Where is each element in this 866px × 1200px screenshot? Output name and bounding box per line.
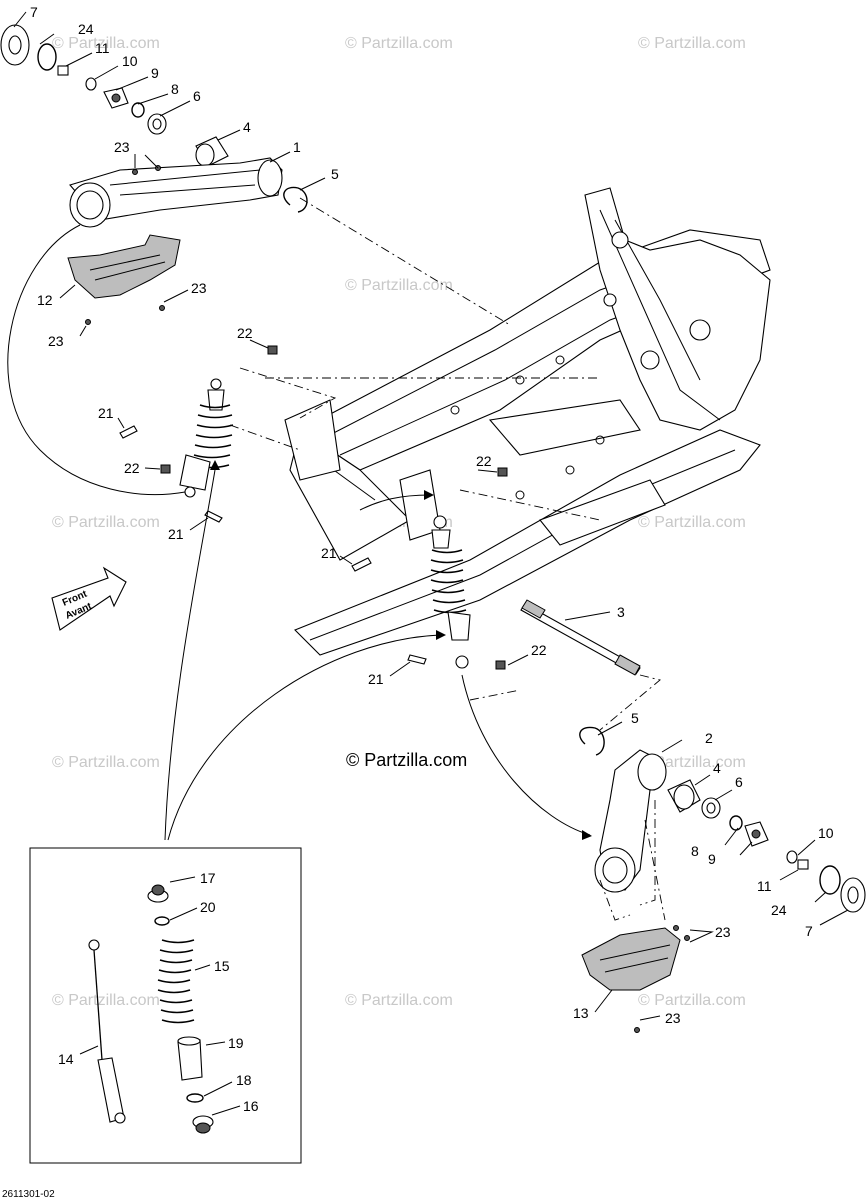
front-direction-arrow: Front Avant [51, 566, 127, 631]
callout-10: 10 [122, 53, 138, 69]
watermark: © Partzilla.com [52, 992, 160, 1009]
callout-9: 9 [708, 851, 716, 867]
lower-hub-parts [579, 726, 866, 1033]
callout-23: 23 [665, 1010, 681, 1026]
callout-22: 22 [124, 460, 140, 476]
callout-8: 8 [691, 843, 699, 859]
callout-24: 24 [78, 21, 94, 37]
callout-2: 2 [705, 730, 713, 746]
callout-10: 10 [818, 825, 834, 841]
callout-24: 24 [771, 902, 787, 918]
watermark: © Partzilla.com [345, 35, 453, 52]
callout-5: 5 [331, 166, 339, 182]
arrow-head [436, 630, 446, 640]
callout-12: 12 [37, 292, 53, 308]
arrow-head [424, 490, 434, 500]
callout-5: 5 [631, 710, 639, 726]
callout-23: 23 [191, 280, 207, 296]
callout-labels: 7 24 11 10 9 8 6 4 1 5 23 12 23 23 22 21… [30, 4, 834, 1114]
callout-8: 8 [171, 81, 179, 97]
vehicle-frame [284, 187, 771, 656]
watermark: © Partzilla.com [52, 35, 160, 52]
arrow-head [582, 830, 592, 840]
arrow-head [210, 460, 220, 470]
callout-6: 6 [193, 88, 201, 104]
callout-9: 9 [151, 65, 159, 81]
callout-6: 6 [735, 774, 743, 790]
callout-21: 21 [168, 526, 184, 542]
callout-18: 18 [236, 1072, 252, 1088]
callout-11: 11 [95, 40, 110, 56]
leader-lines [13, 11, 849, 1116]
flow-arrows [7, 224, 592, 841]
callout-17: 17 [200, 870, 216, 886]
callout-22: 22 [237, 325, 253, 341]
watermark: © Partzilla.com [52, 754, 160, 771]
callout-4: 4 [713, 760, 721, 776]
callout-23: 23 [715, 924, 731, 940]
callout-1: 1 [293, 139, 301, 155]
callout-4: 4 [243, 119, 251, 135]
callout-14: 14 [58, 1051, 74, 1067]
callout-20: 20 [200, 899, 216, 915]
main-watermark: © Partzilla.com [346, 750, 467, 770]
figure-reference: 2611301-02 [2, 1189, 55, 1200]
callout-7: 7 [30, 4, 38, 20]
watermark: © Partzilla.com [638, 992, 746, 1009]
callout-22: 22 [476, 453, 492, 469]
watermark: © Partzilla.com [52, 514, 160, 531]
callout-11: 11 [757, 878, 772, 894]
callout-16: 16 [243, 1098, 259, 1114]
watermark: © Partzilla.com [638, 514, 746, 531]
callout-23: 23 [48, 333, 64, 349]
callout-21: 21 [368, 671, 384, 687]
rear-pivot-shaft [520, 599, 641, 676]
callout-13: 13 [573, 1005, 589, 1021]
alignment-lines [229, 197, 666, 921]
callout-7: 7 [805, 923, 813, 939]
watermark: © Partzilla.com [345, 277, 453, 294]
callout-23: 23 [114, 139, 130, 155]
upper-hub-parts [0, 24, 308, 325]
callout-21: 21 [321, 545, 337, 561]
callout-15: 15 [214, 958, 230, 974]
watermark: © Partzilla.com [638, 35, 746, 52]
front-left-shock [119, 345, 278, 523]
shock-exploded-inset [29, 847, 302, 1164]
callout-3: 3 [617, 604, 625, 620]
watermark: © Partzilla.com [345, 992, 453, 1009]
callout-19: 19 [228, 1035, 244, 1051]
front-right-shock [351, 467, 508, 670]
callout-21: 21 [98, 405, 114, 421]
callout-22: 22 [531, 642, 547, 658]
